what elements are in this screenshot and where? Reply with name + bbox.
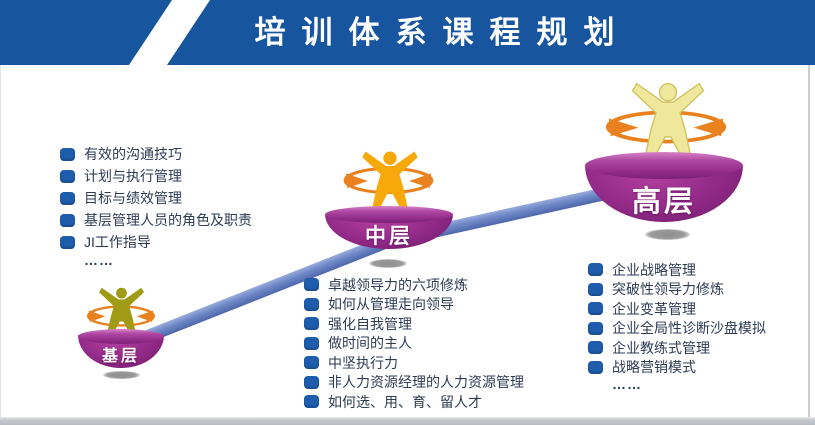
bullet-icon <box>304 356 319 370</box>
bullet-icon <box>60 213 75 227</box>
course-item: 企业教练式管理 <box>588 338 766 358</box>
bowl-middle: 中层 <box>325 206 453 249</box>
bowl-rim <box>325 206 453 223</box>
course-item: 战略营销模式 <box>588 358 766 378</box>
page-title: 培训体系课程规划 <box>254 15 631 50</box>
level-label: 基层 <box>101 348 140 365</box>
course-text: 战略营销模式 <box>612 359 696 376</box>
course-item: JI工作指导 <box>60 231 252 253</box>
course-text: 非人力资源经理的人力资源管理 <box>328 374 524 391</box>
course-list-middle: 卓越领导力的六项修炼 如何从管理走向领导 强化自我管理 做时间的主人 中坚执行力… <box>304 275 524 425</box>
course-item: 计划与执行管理 <box>60 165 252 187</box>
course-text: 企业教练式管理 <box>612 339 710 356</box>
course-text: 企业战略管理 <box>612 261 696 278</box>
person-icon <box>362 151 418 210</box>
course-text: 基层管理人员的角色及职责 <box>84 212 252 228</box>
course-item: 有效的沟通技巧 <box>60 143 252 165</box>
ellipsis-text: …… <box>84 252 114 268</box>
course-text: 卓越领导力的六项修炼 <box>328 276 468 293</box>
level-label: 中层 <box>365 225 413 248</box>
course-text: 强化自我管理 <box>328 315 412 332</box>
course-text: 企业变革管理 <box>612 300 696 317</box>
ellipsis-text: …… <box>612 376 642 392</box>
course-list-grassroots: 有效的沟通技巧 计划与执行管理 目标与绩效管理 基层管理人员的角色及职责 JI工… <box>60 143 252 268</box>
title-banner: 培训体系课程规划 <box>0 0 815 65</box>
course-text: 中坚执行力 <box>328 354 398 371</box>
shadow-ellipse <box>103 371 140 379</box>
slide-edge-right <box>808 65 810 417</box>
course-item: 卓越领导力的六项修炼 <box>304 275 524 295</box>
slide-edge-left <box>0 65 1 417</box>
course-item: 非人力资源经理的人力资源管理 <box>304 373 524 393</box>
course-text: JI工作指导 <box>84 234 151 250</box>
course-item-more: …… <box>588 376 766 392</box>
shadow-ellipse <box>645 229 690 240</box>
level-label: 高层 <box>631 186 696 218</box>
bullet-icon <box>304 375 319 389</box>
bullet-icon <box>60 235 75 249</box>
course-item: 基层管理人员的角色及职责 <box>60 209 252 231</box>
bowl-senior: 高层 <box>585 152 743 222</box>
course-text: 突破性领导力修炼 <box>612 281 724 298</box>
bullet-icon <box>588 360 603 374</box>
bullet-icon <box>60 169 75 183</box>
course-item: 目标与绩效管理 <box>60 187 252 209</box>
course-item: 做时间的主人 <box>304 334 524 354</box>
bowl-rim <box>78 329 164 344</box>
course-item: 突破性领导力修炼 <box>588 280 766 300</box>
course-item-more: …… <box>60 252 252 268</box>
person-icon <box>99 287 144 335</box>
course-text: 计划与执行管理 <box>84 168 182 184</box>
bullet-icon <box>588 321 603 335</box>
person-icon <box>632 83 704 159</box>
course-item: 如何从管理走向领导 <box>304 295 524 315</box>
course-text: 有效的沟通技巧 <box>84 146 182 162</box>
course-text: 目标与绩效管理 <box>84 190 182 206</box>
course-item: 强化自我管理 <box>304 314 524 334</box>
course-item: 企业变革管理 <box>588 299 766 319</box>
bullet-icon <box>588 341 603 355</box>
bullet-icon <box>304 278 319 292</box>
course-text: 如何选、用、育、留人才 <box>328 393 482 410</box>
bullet-icon <box>304 395 319 409</box>
bullet-icon <box>304 336 319 350</box>
course-text: 做时间的主人 <box>328 335 412 352</box>
bullet-icon <box>60 191 75 205</box>
course-list-senior: 企业战略管理 突破性领导力修炼 企业变革管理 企业全局性诊断沙盘模拟 企业教练式… <box>588 260 766 392</box>
course-item: 企业全局性诊断沙盘模拟 <box>588 319 766 339</box>
bullet-icon <box>304 297 319 311</box>
slide-edge-bottom <box>0 417 815 425</box>
shadow-ellipse <box>369 259 407 268</box>
bowl-grassroots: 基层 <box>78 329 164 368</box>
course-text: 如何从管理走向领导 <box>328 296 454 313</box>
bowl-rim <box>585 152 743 179</box>
bullet-icon <box>588 263 603 277</box>
bullet-icon <box>588 302 603 316</box>
bullet-icon <box>588 282 603 296</box>
course-item: 企业战略管理 <box>588 260 766 280</box>
course-item: 中坚执行力 <box>304 353 524 373</box>
course-text: 企业全局性诊断沙盘模拟 <box>612 320 766 337</box>
bullet-icon <box>304 317 319 331</box>
course-item: 如何选、用、育、留人才 <box>304 392 524 412</box>
bullet-icon <box>60 147 75 161</box>
